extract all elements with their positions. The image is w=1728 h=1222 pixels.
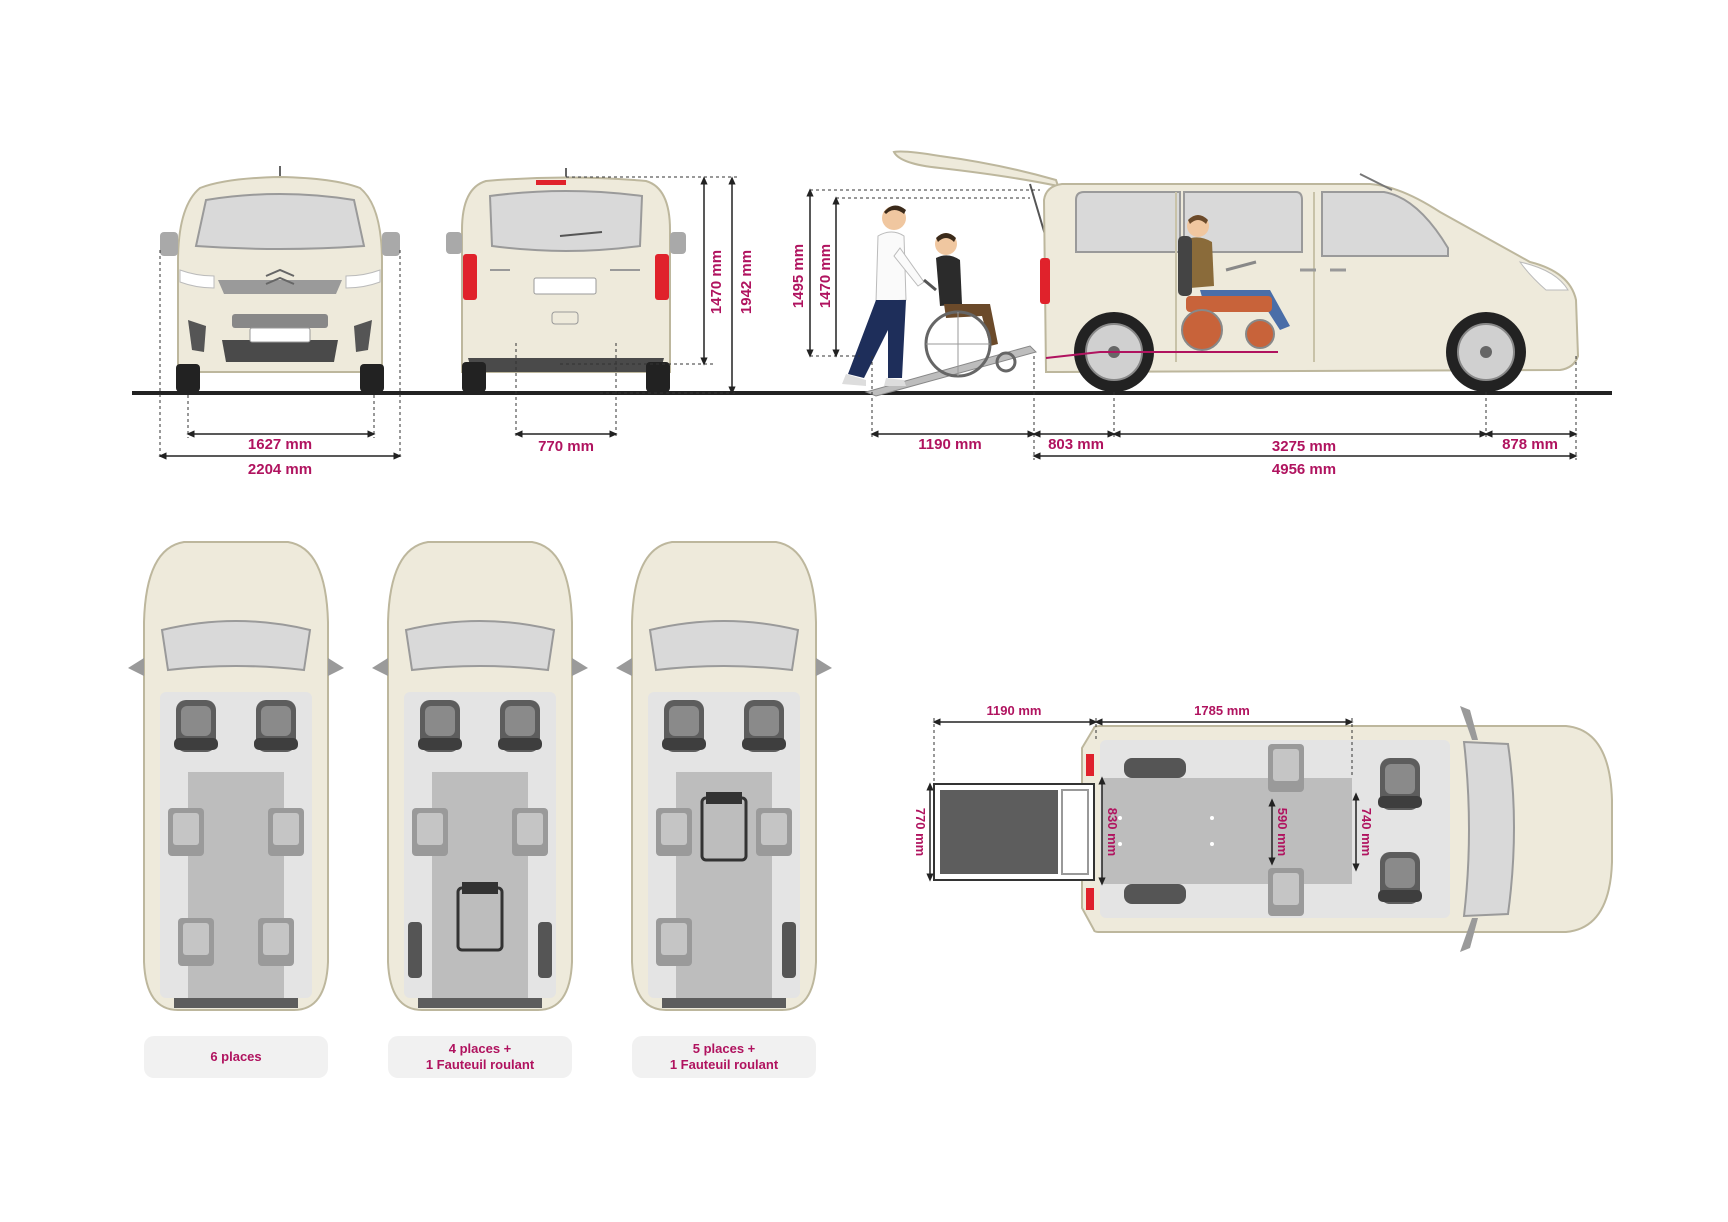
plan-dimension-lines	[933, 718, 1353, 782]
total-length-label: 4956 mm	[1272, 461, 1336, 478]
front-width-label: 2204 mm	[248, 461, 312, 478]
wheelchair-user-icon	[923, 233, 1017, 378]
plan-floor-width-label: 830 mm	[1105, 808, 1120, 856]
ramp-length-label: 1190 mm	[918, 436, 981, 453]
plan-floor-length-label: 1785 mm	[1194, 703, 1250, 718]
van-front-view	[160, 166, 400, 392]
caregiver-figure	[842, 205, 925, 386]
top-view-5-places-wheelchair	[616, 541, 832, 1011]
side-height-inner-label: 1470 mm	[817, 244, 834, 308]
wheelbase-label: 3275 mm	[1272, 438, 1336, 455]
plan-front-width-label: 740 mm	[1359, 808, 1374, 856]
rear-opening-height-label: 1470 mm	[708, 250, 725, 314]
layout-caption-4-places-wheelchair: 4 places + 1 Fauteuil roulant	[388, 1036, 572, 1078]
plan-ramp-length-label: 1190 mm	[987, 703, 1042, 718]
top-view-6-places	[128, 541, 344, 1011]
front-track-label: 1627 mm	[248, 436, 312, 453]
plan-inner-width-label: 590 mm	[1275, 808, 1290, 856]
rear-overhang-label: 803 mm	[1048, 436, 1104, 453]
powerchair-user-icon	[1178, 215, 1290, 351]
rear-dimension-lines	[515, 176, 738, 438]
rear-opening-width-label: 770 mm	[538, 438, 594, 455]
layout-caption-6-places: 6 places	[144, 1036, 328, 1078]
total-height-label: 1942 mm	[738, 250, 755, 314]
side-height-outer-label: 1495 mm	[790, 244, 807, 308]
van-top-view	[933, 706, 1613, 952]
front-overhang-label: 878 mm	[1502, 436, 1558, 453]
layout-caption-5-places-wheelchair: 5 places + 1 Fauteuil roulant	[632, 1036, 816, 1078]
plan-ramp-width-label: 770 mm	[913, 808, 928, 856]
van-side-view	[864, 150, 1580, 397]
top-view-4-places-wheelchair	[372, 541, 588, 1011]
van-rear-view	[446, 168, 686, 392]
front-dimension-lines	[159, 250, 401, 460]
